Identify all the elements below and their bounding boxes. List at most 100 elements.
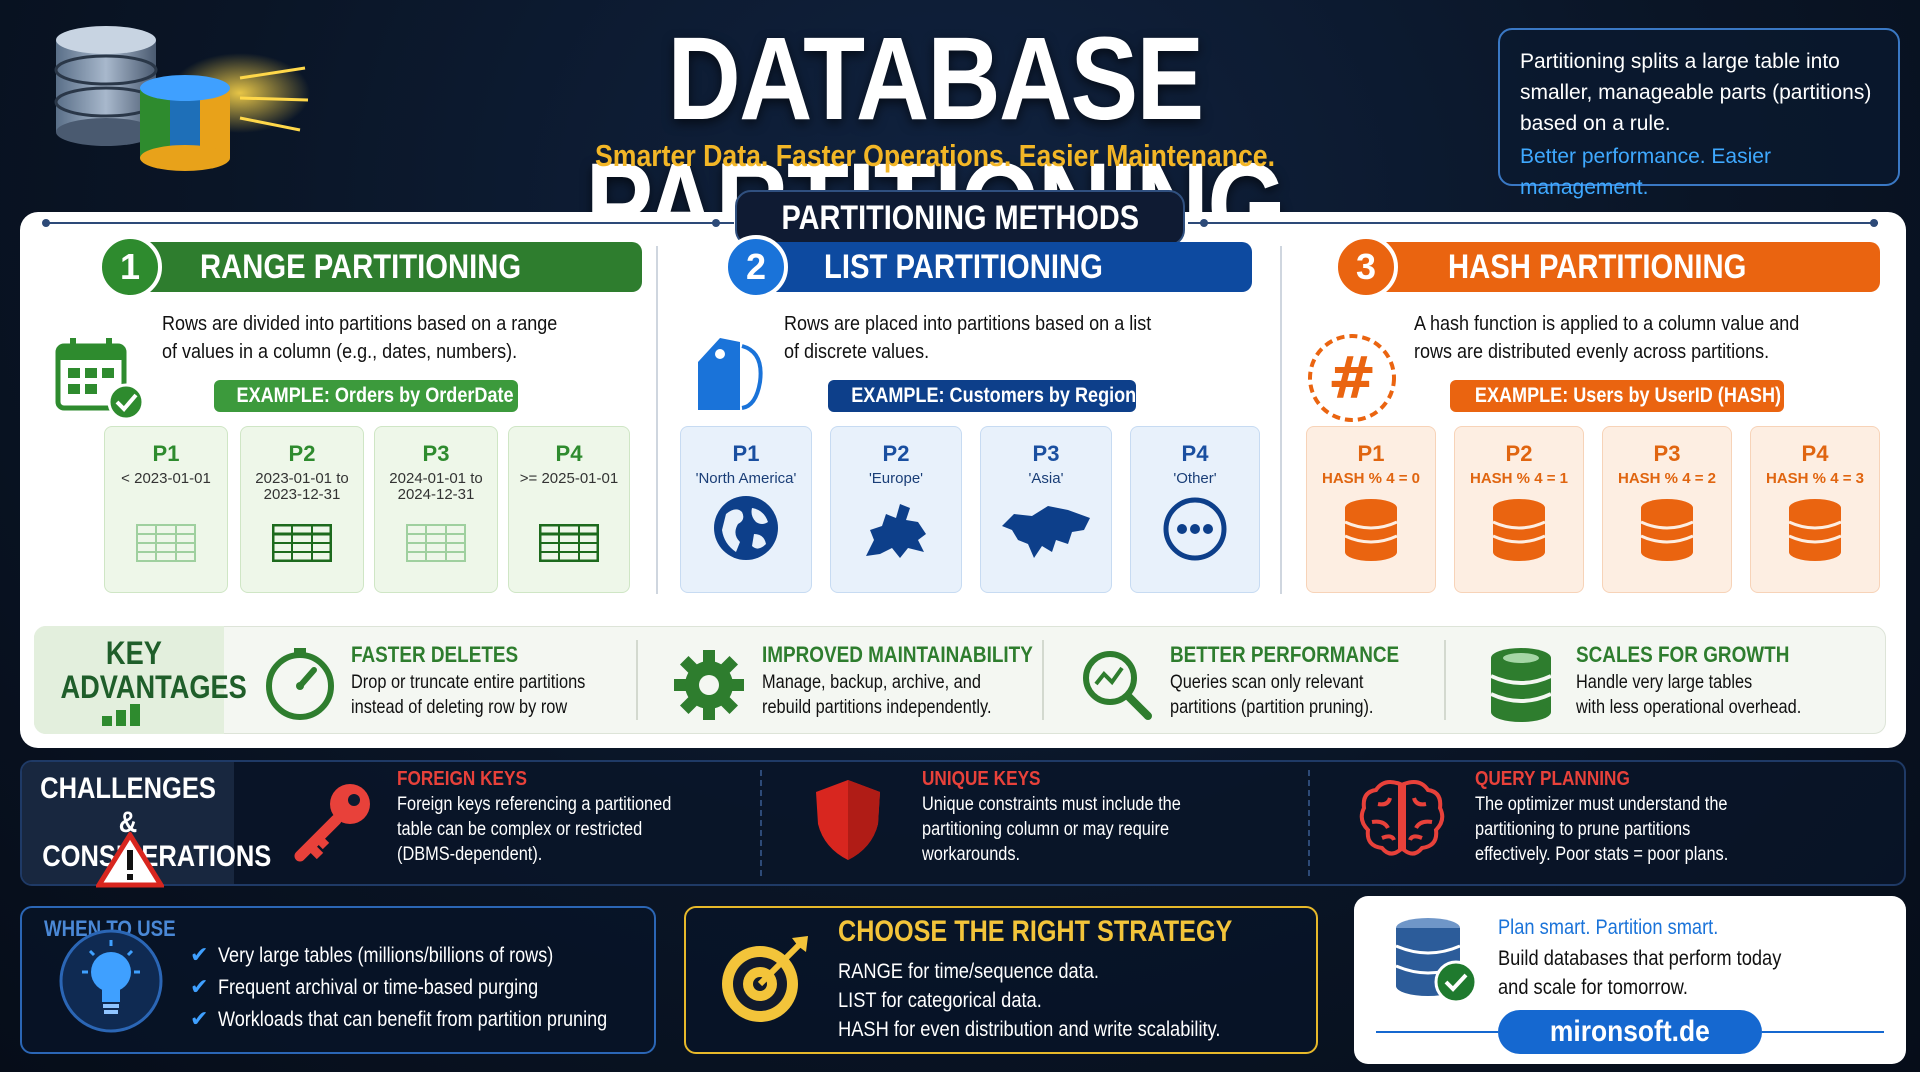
database-icon <box>1640 499 1694 561</box>
timeline-line-left <box>44 222 734 224</box>
range-partition-card: P1 < 2023-01-01 <box>104 426 228 593</box>
list-method-bar: LIST PARTITIONING <box>754 242 1252 292</box>
more-dots-icon <box>1163 497 1227 561</box>
divider <box>1042 640 1044 720</box>
checkmark-icon: ✔ <box>190 1006 209 1031</box>
range-description: Rows are divided into partitions based o… <box>162 313 558 363</box>
advantage-title: FASTER DELETES <box>351 642 519 667</box>
advantage-title: IMPROVED MAINTAINABILITY <box>762 642 1033 667</box>
strategy-line: LIST for categorical data. <box>838 989 1042 1012</box>
hash-method-bar: HASH PARTITIONING <box>1378 242 1880 292</box>
challenge-title: UNIQUE KEYS <box>922 768 1041 790</box>
stopwatch-icon <box>266 648 334 720</box>
strategy-title: CHOOSE THE RIGHT STRATEGY <box>838 915 1233 948</box>
hash-example-badge: EXAMPLE: Users by UserID (HASH) <box>1450 380 1784 412</box>
globe-icon <box>714 496 778 560</box>
column-divider <box>656 246 658 594</box>
europe-map-icon <box>866 504 926 558</box>
list-partition-card: P2 'Europe' <box>830 426 962 593</box>
range-partition-card: P4 >= 2025-01-01 <box>508 426 630 593</box>
database-icon <box>1492 499 1546 561</box>
database-logo-icon <box>54 26 310 171</box>
table-grid-icon <box>539 524 599 562</box>
when-to-use-item: ✔Frequent archival or time-based purging <box>190 974 539 999</box>
range-partition-card: P2 2023-01-01 to 2023-12-31 <box>240 426 364 593</box>
timeline-dot <box>712 219 720 227</box>
challenges-label: CHALLENGES &CONSIDERATIONS <box>40 772 272 873</box>
timeline-dot <box>1870 219 1878 227</box>
hash-partition-card: P2 HASH % 4 = 1 <box>1454 426 1584 593</box>
advantage-title: SCALES FOR GROWTH <box>1576 642 1790 667</box>
divider <box>760 770 762 876</box>
range-number-badge: 1 <box>98 235 162 299</box>
list-partition-card: P1 'North America' <box>680 426 812 593</box>
hash-symbol-icon: # <box>1308 334 1396 422</box>
divider <box>1308 770 1310 876</box>
hash-partition-card: P1 HASH % 4 = 0 <box>1306 426 1436 593</box>
shield-icon <box>816 780 880 860</box>
target-icon <box>722 936 808 1022</box>
intro-highlight: Better performance. Easier management. <box>1520 145 1771 199</box>
divider <box>1762 1031 1884 1033</box>
divider <box>1376 1031 1498 1033</box>
list-description: Rows are placed into partitions based on… <box>784 313 1152 363</box>
magnifier-chart-icon <box>1083 651 1152 720</box>
advantage-title: BETTER PERFORMANCE <box>1170 642 1400 667</box>
gear-icon <box>674 650 744 720</box>
hash-number-badge: 3 <box>1334 235 1398 299</box>
website-link[interactable]: mironsoft.de <box>1498 1010 1762 1054</box>
advantages-label-panel <box>34 626 224 734</box>
list-partition-card: P4 'Other' <box>1130 426 1260 593</box>
checkmark-icon: ✔ <box>190 942 209 967</box>
hash-partition-card: P3 HASH % 4 = 2 <box>1602 426 1732 593</box>
advantages-box <box>34 626 1886 734</box>
tag-icon <box>698 338 763 410</box>
lightbulb-icon <box>59 929 163 1033</box>
hash-partition-card: P4 HASH % 4 = 3 <box>1750 426 1880 593</box>
challenge-title: FOREIGN KEYS <box>397 768 527 790</box>
list-example-badge: EXAMPLE: Customers by Region <box>828 380 1136 412</box>
database-icon <box>1344 499 1398 561</box>
svg-text:#: # <box>1328 344 1377 412</box>
range-partition-card: P3 2024-01-01 to 2024-12-31 <box>374 426 498 593</box>
database-icon <box>1490 648 1552 722</box>
key-icon <box>294 784 370 862</box>
asia-map-icon <box>1002 506 1090 558</box>
strategy-line: HASH for even distribution and write sca… <box>838 1018 1221 1041</box>
challenge-title: QUERY PLANNING <box>1475 768 1630 790</box>
warning-icon <box>96 832 164 888</box>
page-subtitle: Smarter Data. Faster Operations. Easier … <box>594 138 1276 173</box>
divider <box>1444 640 1446 720</box>
intro-box: Partitioning splits a large table into s… <box>1498 28 1900 199</box>
divider <box>636 640 638 720</box>
when-to-use-item: ✔Very large tables (millions/billions of… <box>190 942 554 967</box>
database-icon <box>1788 499 1842 561</box>
when-to-use-item: ✔Workloads that can benefit from partiti… <box>190 1006 608 1031</box>
methods-heading: PARTITIONING METHODS <box>735 190 1185 246</box>
calendar-check-icon <box>55 338 145 421</box>
database-check-icon <box>1395 918 1478 1004</box>
timeline-line-right <box>1188 222 1878 224</box>
brain-icon <box>1359 780 1445 856</box>
checkmark-icon: ✔ <box>190 974 209 999</box>
cta-tagline: Plan smart. Partition smart. <box>1498 916 1719 939</box>
intro-text: Partitioning splits a large table into s… <box>1520 50 1872 135</box>
range-method-bar: RANGE PARTITIONING <box>130 242 642 292</box>
strategy-line: RANGE for time/sequence data. <box>838 960 1099 983</box>
table-grid-icon <box>136 524 196 562</box>
table-grid-icon <box>406 524 466 562</box>
list-partition-card: P3 'Asia' <box>980 426 1112 593</box>
timeline-dot <box>1200 219 1208 227</box>
table-grid-icon <box>272 524 332 562</box>
list-number-badge: 2 <box>724 235 788 299</box>
range-example-badge: EXAMPLE: Orders by OrderDate <box>214 380 518 412</box>
